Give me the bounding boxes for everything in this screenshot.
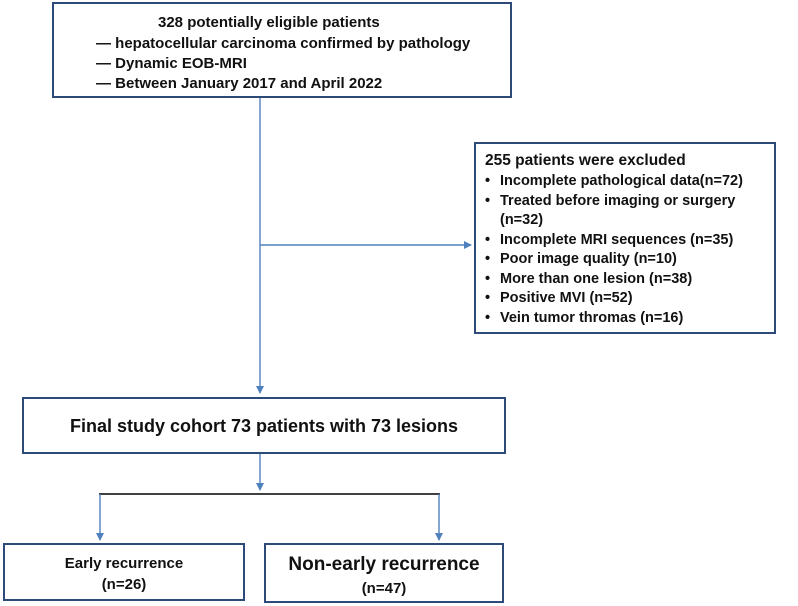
eligible-patients-heading: 328 potentially eligible patients (158, 14, 380, 31)
reason-text: Treated before imaging or surgery (500, 192, 736, 209)
bullet: • (485, 270, 491, 287)
reason-text: More than one lesion (n=38) (500, 270, 693, 287)
bullet: • (485, 231, 491, 248)
criterion-date-range: — Between January 2017 and April 2022 (96, 75, 383, 92)
early-recurrence-count: (n=26) (101, 576, 147, 593)
non-early-recurrence-box: Non-early recurrence (n=47) (264, 543, 504, 603)
non-early-recurrence-label: Non-early recurrence (288, 554, 480, 575)
bullet: • (485, 309, 491, 326)
reason-text: Incomplete pathological data(n=72) (500, 173, 743, 189)
reason-text: Poor image quality (n=10) (500, 251, 677, 267)
final-cohort-text: Final study cohort 73 patients with 73 l… (69, 416, 459, 436)
exclusion-reasons-list: • Incomplete pathological data(n=72) • Tre… (485, 172, 743, 328)
list-item: • Poor image quality (n=10) (485, 250, 743, 270)
final-cohort-box: Final study cohort 73 patients with 73 l… (22, 397, 506, 454)
bullet: • (485, 290, 491, 306)
eligible-patients-box: 328 potentially eligible patients — hepa… (52, 2, 512, 98)
bullet: • (485, 192, 491, 209)
list-item: (n=32) (485, 211, 743, 231)
early-recurrence-label: Early recurrence (64, 555, 184, 572)
reason-text: Positive MVI (n=52) (500, 290, 633, 306)
list-item: • Positive MVI (n=52) (485, 289, 743, 309)
list-item: • More than one lesion (n=38) (485, 270, 743, 290)
list-item: • Incomplete MRI sequences (n=35) (485, 231, 743, 251)
criterion-mri: — Dynamic EOB-MRI (96, 55, 247, 72)
reason-text: Incomplete MRI sequences (n=35) (500, 231, 734, 248)
bullet: • (485, 173, 491, 189)
list-item: • Incomplete pathological data(n=72) (485, 172, 743, 192)
non-early-recurrence-count: (n=47) (361, 580, 407, 597)
bullet: • (485, 251, 491, 267)
reason-text: Vein tumor thromas (n=16) (500, 309, 684, 326)
excluded-patients-box: 255 patients were excluded • Incomplete p… (474, 142, 776, 334)
early-recurrence-box: Early recurrence (n=26) (3, 543, 245, 601)
list-item: • Treated before imaging or surgery (485, 192, 743, 212)
reason-text: (n=32) (500, 212, 544, 228)
excluded-heading: 255 patients were excluded (485, 152, 686, 169)
list-item: • Vein tumor thromas (n=16) (485, 309, 743, 329)
criterion-pathology: — hepatocellular carcinoma confirmed by … (96, 35, 471, 52)
